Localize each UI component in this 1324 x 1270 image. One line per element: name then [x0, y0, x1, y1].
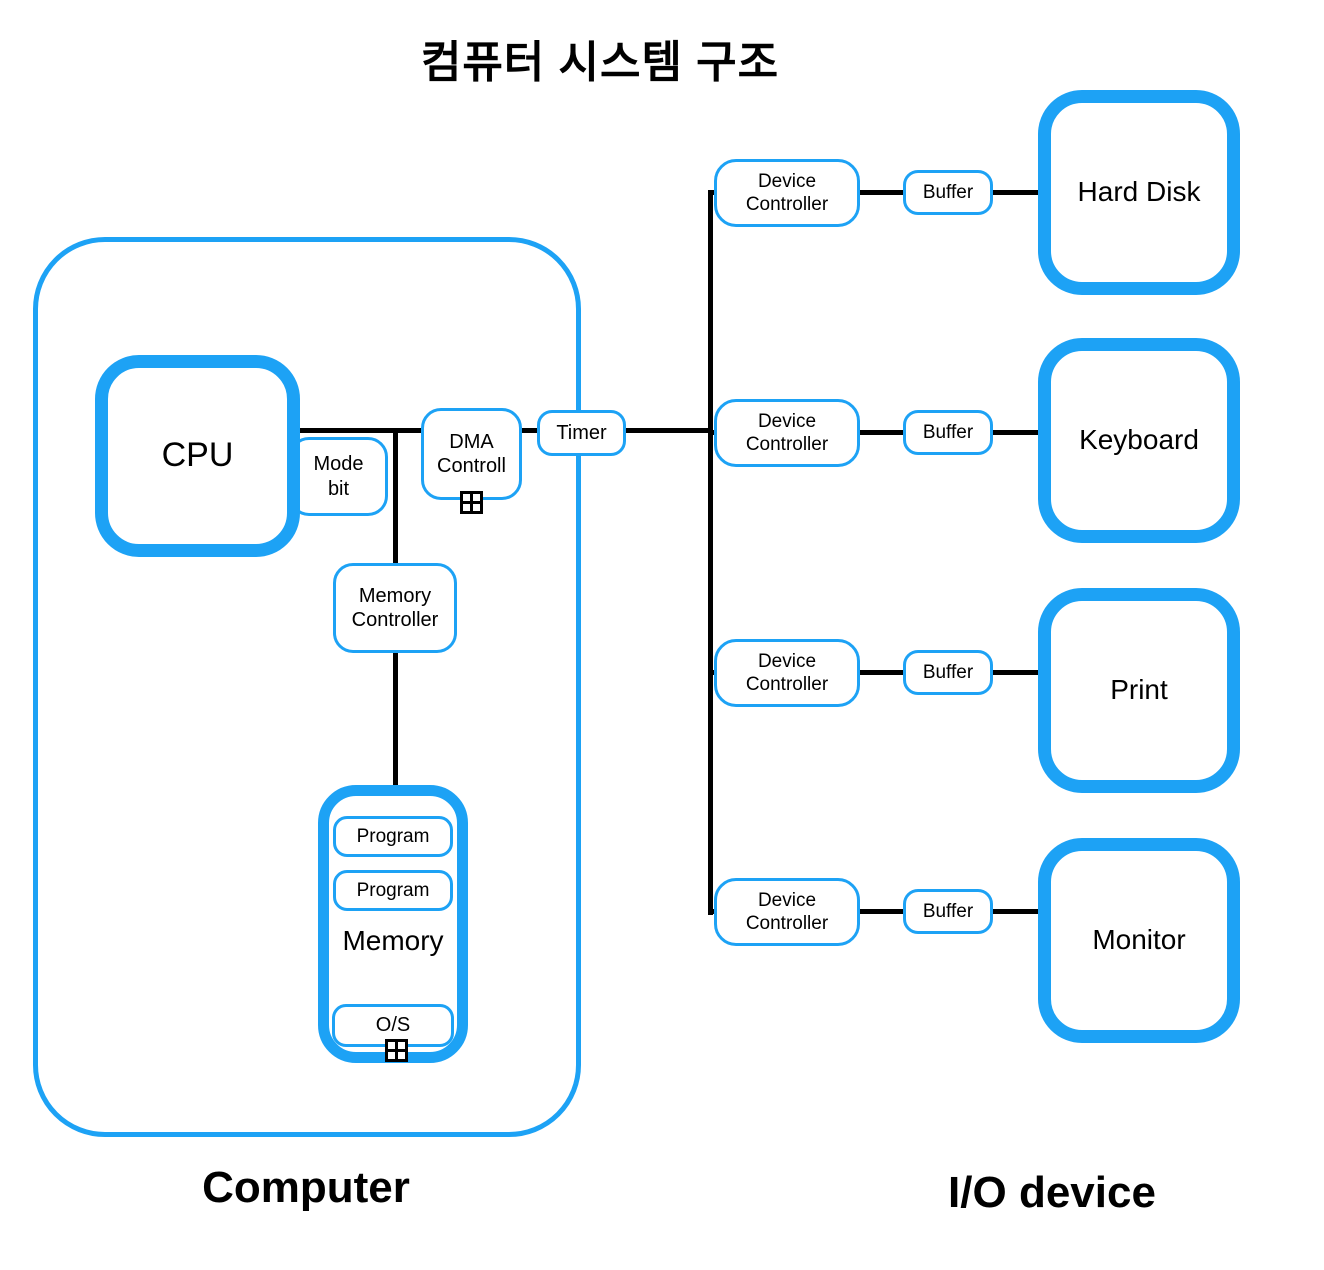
- memory-box: Program Program Memory O/S: [318, 785, 468, 1063]
- device-controller-box: Device Controller: [714, 399, 860, 467]
- buffer-box: Buffer: [903, 650, 993, 695]
- buffer-label: Buffer: [922, 661, 974, 683]
- device-box-hard-disk: Hard Disk: [1038, 90, 1240, 295]
- os-label: O/S: [375, 1014, 411, 1037]
- keyboard-connector-line: [710, 430, 1042, 435]
- program-box: Program: [333, 870, 453, 911]
- buffer-box: Buffer: [903, 170, 993, 215]
- program-label: Program: [356, 879, 430, 901]
- cpu-label: CPU: [161, 436, 234, 475]
- timer-box: Timer: [537, 410, 626, 456]
- computer-section-label: Computer: [202, 1163, 410, 1212]
- timer-label: Timer: [556, 421, 607, 444]
- device-controller-label: Device Controller: [745, 889, 829, 934]
- dma-expand-icon[interactable]: [460, 491, 483, 514]
- device-label: Keyboard: [1079, 424, 1199, 456]
- device-controller-box: Device Controller: [714, 878, 860, 946]
- buffer-label: Buffer: [922, 181, 974, 203]
- buffer-box: Buffer: [903, 889, 993, 934]
- device-box-monitor: Monitor: [1038, 838, 1240, 1043]
- memory-label: Memory: [342, 925, 444, 956]
- device-controller-box: Device Controller: [714, 159, 860, 227]
- computer-container-box: [33, 237, 581, 1137]
- device-controller-label: Device Controller: [745, 170, 829, 215]
- mode-bit-box: Mode bit: [289, 437, 388, 516]
- mode-bit-label: Mode bit: [313, 453, 364, 500]
- buffer-label: Buffer: [922, 900, 974, 922]
- program-label: Program: [356, 825, 430, 847]
- monitor-connector-line: [710, 909, 1042, 914]
- dma-controller-label: DMA Controll: [437, 430, 506, 477]
- buffer-label: Buffer: [922, 421, 974, 443]
- device-controller-label: Device Controller: [745, 650, 829, 695]
- device-box-keyboard: Keyboard: [1038, 338, 1240, 543]
- memory-controller-label: Memory Controller: [351, 584, 439, 631]
- io-bus-line: [708, 190, 713, 915]
- device-label: Print: [1110, 674, 1168, 706]
- device-label: Monitor: [1092, 924, 1186, 956]
- cpu-box: CPU: [95, 355, 300, 557]
- io-device-section-label: I/O device: [948, 1168, 1156, 1217]
- os-expand-icon[interactable]: [385, 1039, 408, 1062]
- device-label: Hard Disk: [1077, 176, 1201, 208]
- memory-controller-box: Memory Controller: [333, 563, 457, 653]
- program-box: Program: [333, 816, 453, 857]
- device-controller-label: Device Controller: [745, 410, 829, 455]
- device-controller-box: Device Controller: [714, 639, 860, 707]
- dma-controller-box: DMA Controll: [421, 408, 522, 500]
- print-connector-line: [710, 670, 1042, 675]
- device-box-print: Print: [1038, 588, 1240, 793]
- buffer-box: Buffer: [903, 410, 993, 455]
- diagram-title: 컴퓨터 시스템 구조: [420, 38, 780, 87]
- hard-disk-connector-line: [710, 190, 1042, 195]
